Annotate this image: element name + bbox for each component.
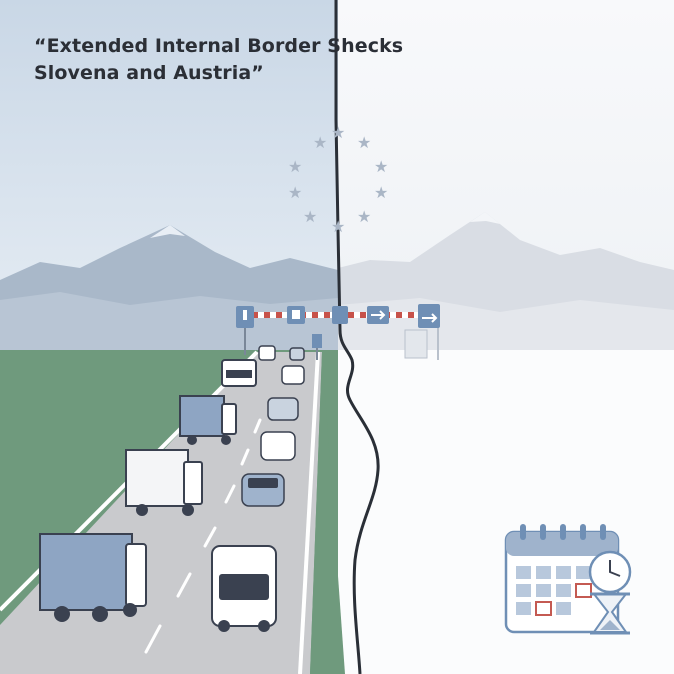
headline: “Extended Internal Border Shecks Slovena… xyxy=(34,33,403,87)
van-icon xyxy=(211,545,277,632)
mountain-snow-right xyxy=(470,212,500,224)
svg-text:★: ★ xyxy=(288,183,302,202)
calendar-icon xyxy=(504,524,620,634)
hourglass-icon xyxy=(590,592,630,635)
svg-text:★: ★ xyxy=(303,207,317,226)
truck-icon xyxy=(39,359,257,622)
road-shoulder-right xyxy=(310,352,345,674)
car-icon xyxy=(241,345,305,507)
lane-dashes xyxy=(144,418,262,654)
clock-icon xyxy=(588,550,632,594)
headline-line-2: Slovena and Austria” xyxy=(34,62,264,84)
border-line xyxy=(334,0,380,674)
svg-text:★: ★ xyxy=(313,133,327,152)
road-edge-right xyxy=(298,351,320,674)
svg-text:★: ★ xyxy=(331,123,345,142)
headline-line-1: “Extended Internal Border Shecks xyxy=(34,35,404,57)
eu-stars-icon: ★ ★ ★ ★ ★ ★ ★ ★ ★ ★ xyxy=(288,123,388,236)
svg-text:★: ★ xyxy=(374,157,388,176)
mountain-snow-left xyxy=(150,225,185,238)
hills-left xyxy=(0,292,338,350)
svg-text:★: ★ xyxy=(357,207,371,226)
svg-text:★: ★ xyxy=(331,217,345,236)
svg-text:★: ★ xyxy=(374,183,388,202)
svg-text:★: ★ xyxy=(288,157,302,176)
svg-text:★: ★ xyxy=(357,133,371,152)
road-sign-icon xyxy=(236,304,440,360)
